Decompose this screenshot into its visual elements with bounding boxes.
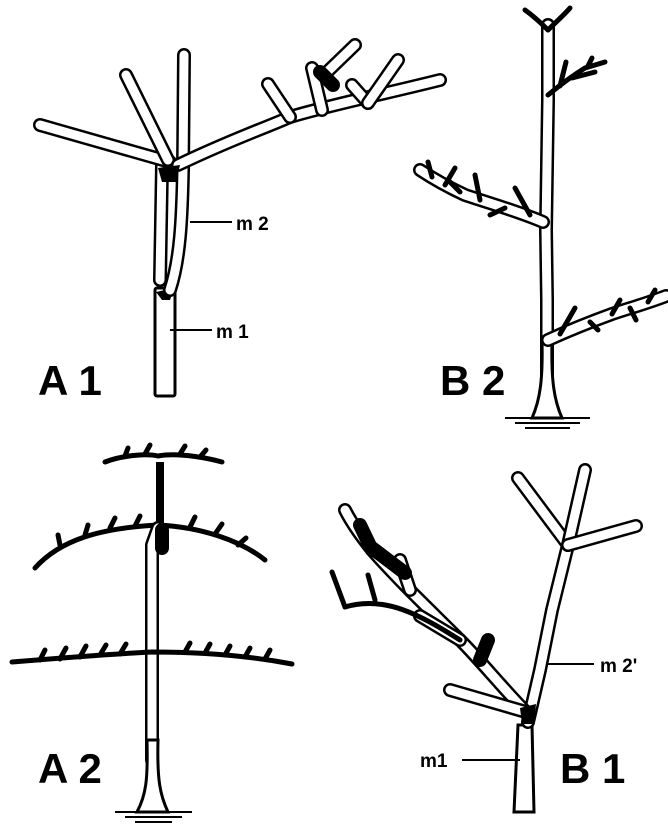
- panel-a2: A 2: [12, 445, 292, 822]
- b1-m1-stem: [514, 725, 534, 812]
- b2-panel-label: B 2: [440, 357, 505, 404]
- a1-panel-label: A 1: [38, 357, 102, 404]
- b1-m2-label: m 2': [600, 656, 637, 677]
- panel-b1: m 2' m1 B 1: [332, 470, 637, 812]
- a1-m1-label: m 1: [216, 322, 249, 343]
- a2-panel-label: A 2: [38, 745, 102, 792]
- b1-m1-label: m1: [420, 751, 448, 772]
- panel-b2: B 2: [420, 8, 666, 428]
- a1-m2-label: m 2: [236, 214, 269, 235]
- b1-panel-label: B 1: [560, 745, 625, 792]
- panel-a1: m 2 m 1 A 1: [38, 45, 440, 404]
- a1-m1-stem: [155, 288, 175, 396]
- b2-base: [532, 340, 562, 418]
- a2-base: [137, 740, 168, 812]
